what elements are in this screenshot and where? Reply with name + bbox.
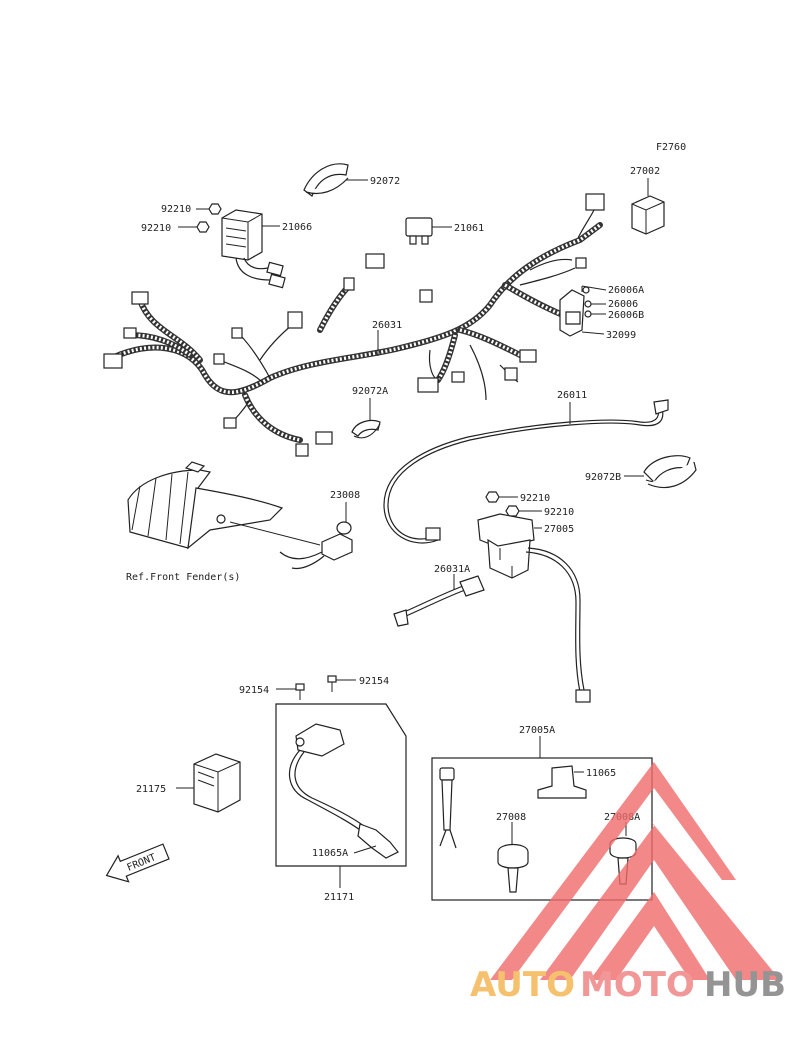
label-11065: 11065 [586,768,616,779]
label-21171: 21171 [324,892,354,903]
watermark-part2: MOTO [580,965,695,1005]
label-26006: 26006 [608,299,638,310]
label-21061: 21061 [454,223,484,234]
label-21175: 21175 [136,784,166,795]
label-92154-left: 92154 [239,685,269,696]
clamp-92072[interactable] [303,163,368,197]
bracket-32099-assembly[interactable] [559,285,607,337]
label-23008: 23008 [330,490,360,501]
label-32099: 32099 [606,330,636,341]
watermark-logo: AUTO MOTO HUB [470,762,786,1005]
relay-27002[interactable] [631,178,665,235]
label-92154-right: 92154 [359,676,389,687]
sub-harness-26031A[interactable] [393,574,485,627]
figure-code: F2760 [656,142,686,153]
seal-11065[interactable] [537,765,587,799]
label-21066: 21066 [282,222,312,233]
front-fender-ref [127,461,321,550]
label-27005: 27005 [544,524,574,535]
nut-92210-upper[interactable] [196,203,222,215]
bolt-92154-left[interactable] [276,683,305,700]
front-arrow: FRONT [105,843,170,883]
watermark-part1: AUTO [470,965,575,1005]
ecu-21175[interactable] [176,753,241,813]
label-26006A: 26006A [608,285,644,296]
kit-box-21171 [275,703,407,888]
label-27008: 27008 [496,812,526,823]
regulator-21066[interactable] [221,209,286,289]
label-11065A: 11065A [312,848,348,859]
lock-cylinder[interactable] [439,767,457,849]
label-92210-mid-upper: 92210 [520,493,550,504]
bolt-92154-right[interactable] [327,675,356,692]
clamp-92072B[interactable] [624,455,697,489]
nut-92210-mid-lower[interactable] [505,505,542,517]
label-92210-lower: 92210 [141,223,171,234]
label-27005A: 27005A [519,725,555,736]
label-92072A: 92072A [352,386,388,397]
label-26031A: 26031A [434,564,470,575]
label-92072: 92072 [370,176,400,187]
label-26011: 26011 [557,390,587,401]
sub-harness-26011[interactable] [383,399,669,544]
socket-23008[interactable] [279,502,353,570]
relay-21061[interactable] [405,217,452,245]
watermark-part3: HUB [704,965,786,1005]
key-27008[interactable] [497,822,529,893]
sensor-in-kit[interactable] [288,723,399,859]
main-harness-26031[interactable] [103,193,605,457]
label-92072B: 92072B [585,472,621,483]
label-26031: 26031 [372,320,402,331]
ignition-switch-27005[interactable] [477,513,591,703]
nut-92210-mid-upper[interactable] [485,491,518,503]
label-27002: 27002 [630,166,660,177]
nut-92210-lower[interactable] [178,221,210,233]
clamp-92072A[interactable] [351,398,381,439]
label-92210-mid-lower: 92210 [544,507,574,518]
label-92210-upper: 92210 [161,204,191,215]
label-26006B: 26006B [608,310,644,321]
label-ref-front-fender: Ref.Front Fender(s) [126,572,240,583]
